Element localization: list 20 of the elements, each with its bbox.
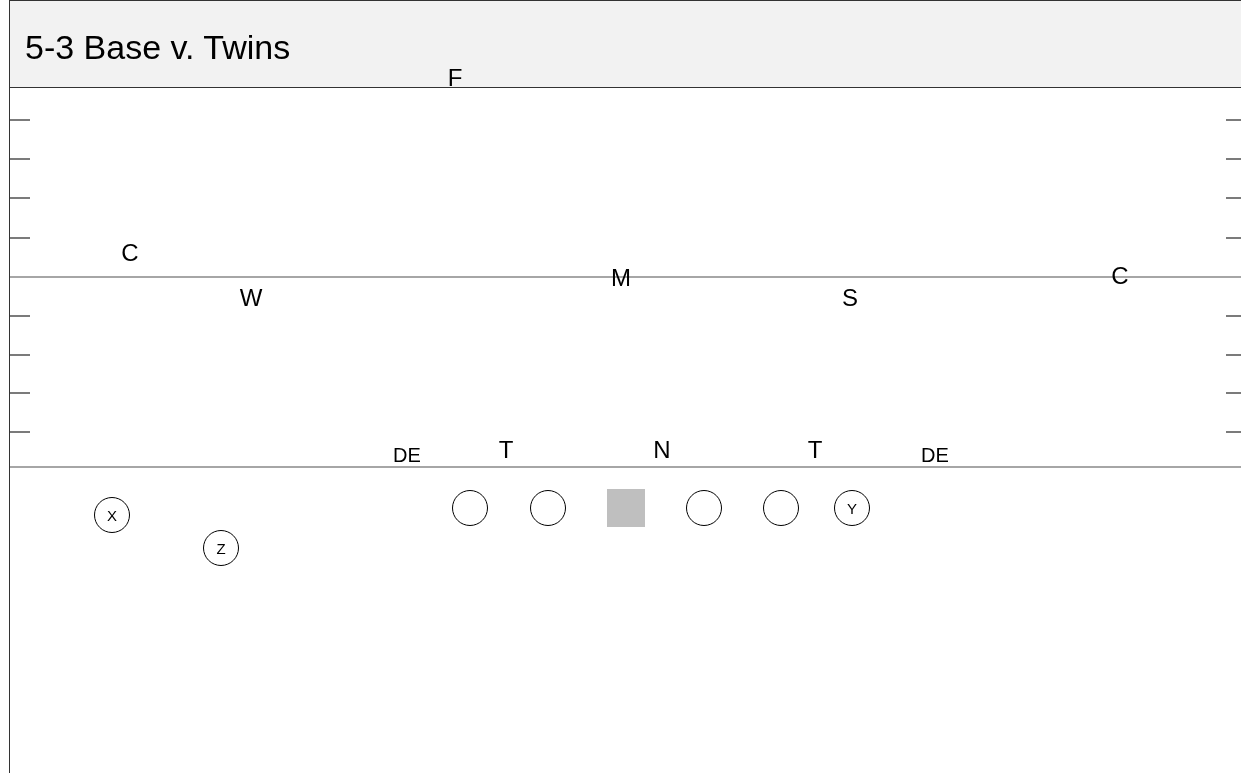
player-label: T [498,438,514,462]
center-square [607,489,645,527]
player-label: F [447,66,463,90]
player-label: N [653,438,671,462]
player-label: C [1111,264,1129,288]
player-circle: Z [203,530,239,566]
diagram-title: 5-3 Base v. Twins [25,28,291,67]
player-circle [686,490,722,526]
player-label: W [239,286,263,310]
player-label: DE [393,445,421,465]
player-label: S [842,286,858,310]
player-label: C [121,241,139,265]
player-label: T [807,438,823,462]
player-label: DE [921,445,949,465]
player-circle: X [94,497,130,533]
player-circle [452,490,488,526]
player-circle: Y [834,490,870,526]
player-circle [530,490,566,526]
player-circle [763,490,799,526]
player-label: M [611,266,631,290]
